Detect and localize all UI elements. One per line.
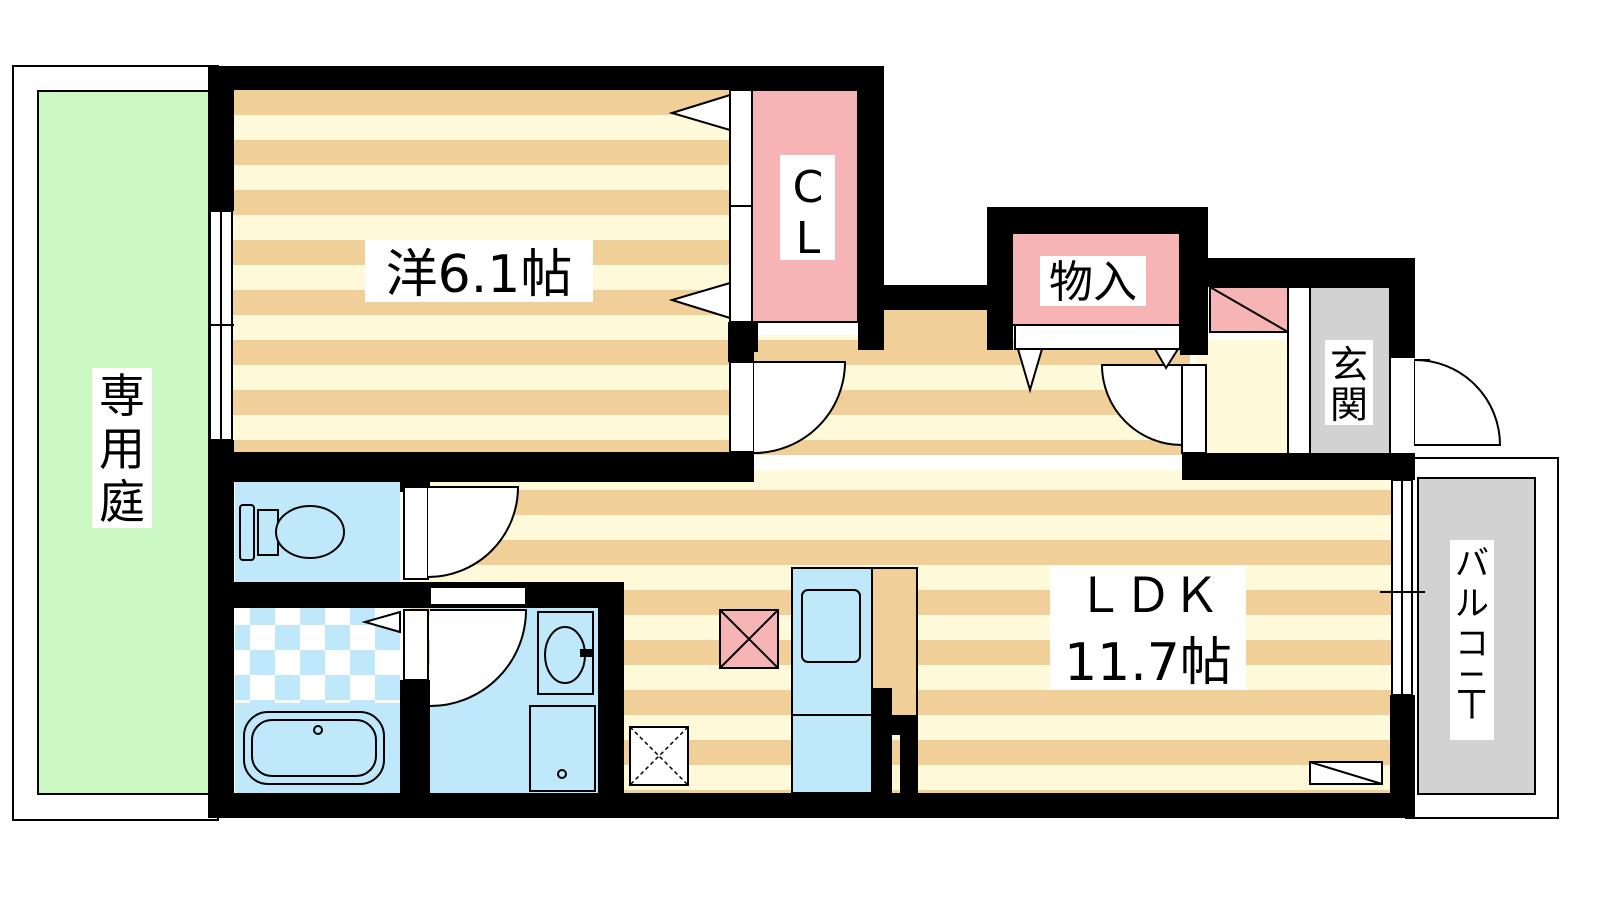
balcony-label-char-3: コ <box>1455 624 1489 664</box>
kitchen <box>629 567 1383 794</box>
doors <box>403 89 1502 707</box>
ldk-label-bg <box>1050 566 1246 690</box>
ldk-label-line1: ＬＤＫ <box>1076 568 1220 624</box>
western-room-label-bg <box>365 240 593 302</box>
entrance-label-char-1: 玄 <box>1330 343 1368 387</box>
washing-machine <box>529 705 596 792</box>
bathtub <box>243 711 385 785</box>
balcony-label-char-5-text: ー <box>1450 688 1490 722</box>
balcony <box>1405 457 1559 819</box>
garden-label-char-2: 用 <box>99 422 145 476</box>
windows <box>208 210 1425 696</box>
bathroom <box>235 608 401 793</box>
closet-label-l: L <box>796 213 821 264</box>
closet-label-bg <box>780 155 835 260</box>
sink <box>801 589 861 663</box>
balcony-label-char-2: ル <box>1455 584 1489 624</box>
balcony-label-char-1: バ <box>1455 544 1489 584</box>
western-room-label: 洋6.1帖 <box>386 245 573 305</box>
closet-label-c: C <box>793 162 824 213</box>
ldk-label-line2: 11.7帖 <box>1064 633 1232 693</box>
balcony-label-char-4: ニ <box>1455 664 1489 704</box>
storage-label-bg <box>1040 256 1146 306</box>
toilet-tank <box>239 504 255 561</box>
entrance-label-char-2: 関 <box>1330 383 1368 427</box>
storage-door <box>1014 324 1181 350</box>
storage-space <box>629 726 689 786</box>
toilet-room <box>235 482 400 582</box>
garden-label-char-3: 庭 <box>99 475 145 529</box>
storage-label: 物入 <box>1049 257 1137 308</box>
toilet-bowl <box>275 505 345 559</box>
private-garden <box>12 65 219 821</box>
entrance-label-bg <box>1325 340 1373 425</box>
garden-label-char-1: 専 <box>99 369 145 423</box>
